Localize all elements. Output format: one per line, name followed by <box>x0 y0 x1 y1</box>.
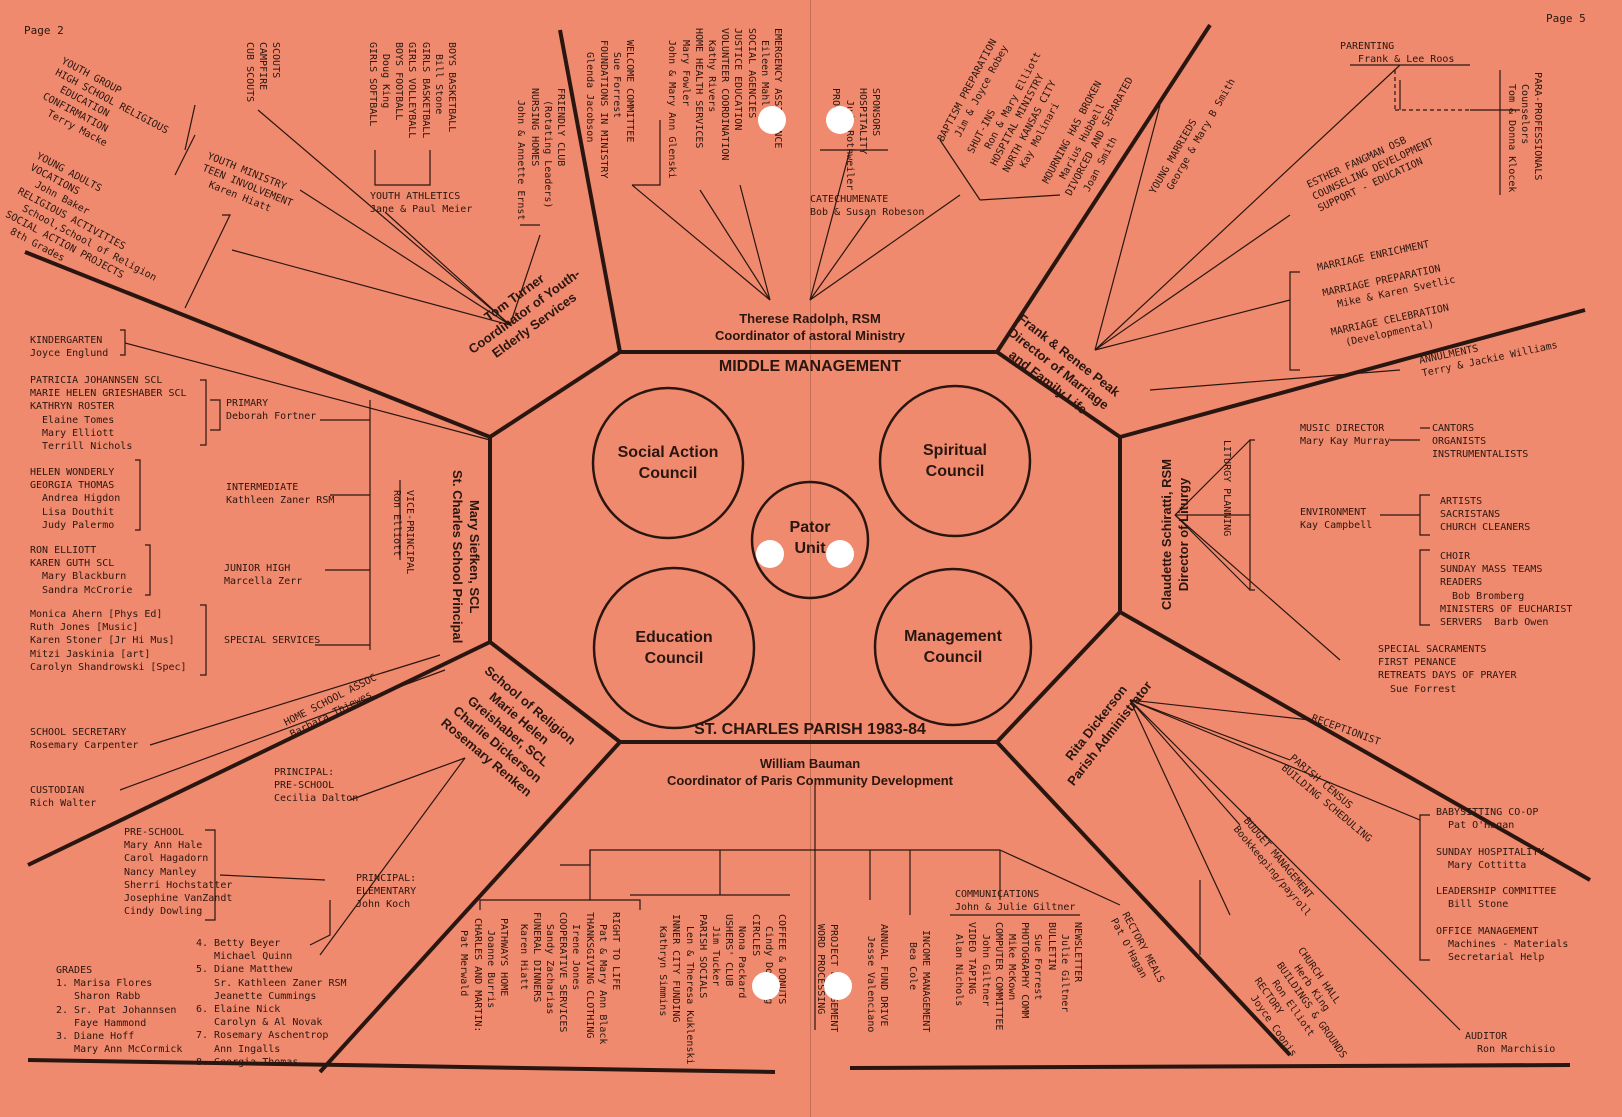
cantors-list: CANTORS ORGANISTS INSTRUMENTALISTS <box>1432 423 1529 461</box>
junior-high-staff-list: RON ELLIOTT KAREN GUTH SCL Mary Blackbur… <box>30 545 133 596</box>
page-fold <box>810 0 811 1117</box>
spiritual-council[interactable]: Spiritual Council <box>922 442 988 480</box>
catechumenate: CATECHUMENATE Bob & Susan Robeson <box>810 194 925 219</box>
pastor-unit[interactable]: Pator Unit <box>789 519 831 557</box>
management-council[interactable]: Management Council <box>904 628 1002 666</box>
primary-head: PRIMARY Deborah Fortner <box>226 398 317 423</box>
environment: ENVIRONMENT Kay Campbell <box>1300 507 1373 532</box>
kindergarten: KINDERGARTEN Joyce Englund <box>30 335 109 360</box>
education-council[interactable]: Education Council <box>635 629 713 667</box>
primary-staff-list: PATRICIA JOHANNSEN SCL MARIE HELEN GRIES… <box>30 375 187 453</box>
page-label-left: Page 2 <box>24 24 64 37</box>
para-professionals: PARA-PROFESSIONALS Counselors Tom & Donn… <box>1505 72 1543 193</box>
music-director: MUSIC DIRECTOR Mary Kay Murray <box>1300 423 1391 448</box>
sponsors-list: SPONSORS HOSPITALITY Judy Rothweiler PRO… <box>830 88 881 191</box>
emergency-assistance-list: EMERGENCY ASSISTANCE Eileen Mahl SOCIAL … <box>666 28 783 179</box>
intermediate-head: INTERMEDIATE Kathleen Zaner RSM <box>226 482 335 507</box>
school-principal: Mary Siefken, SCL St. Charles School Pri… <box>450 470 482 644</box>
communications: COMMUNICATIONS John & Julie Giltner <box>955 889 1076 914</box>
social-action-council-circle <box>591 386 745 540</box>
binder-hole <box>752 972 780 1000</box>
annual-fund-drive: ANNUAL FUND DRIVE Jesse Valenciano <box>864 924 889 1033</box>
parenting: PARENTING Frank & Lee Roos <box>1340 41 1455 66</box>
principal-elementary: PRINCIPAL: ELEMENTARY John Koch <box>356 873 417 911</box>
binder-hole <box>824 972 852 1000</box>
artists-list: ARTISTS SACRISTANS CHURCH CLEANERS <box>1440 496 1531 534</box>
sports-list: BOYS BASKETBALL Bill Stone GIRLS BASKETB… <box>366 42 457 139</box>
special-services: SPECIAL SERVICES <box>224 635 321 646</box>
welcome-foundations-list: WELCOME COMMITTEE Sue Forrest FOUNDATION… <box>584 40 635 179</box>
binder-hole <box>826 106 854 134</box>
communications-list: NEWSLETTER Julie Giltner BULLETIN Sue Fo… <box>953 922 1083 1031</box>
auditor: AUDITOR Ron Marchisio <box>1465 1031 1556 1056</box>
liturgy-director: Claudette Schiratti, RSM Director of Lit… <box>1159 459 1191 610</box>
management-council-circle <box>873 567 1033 727</box>
choir-list: CHOIR SUNDAY MASS TEAMS READERS Bob Brom… <box>1440 551 1573 629</box>
social-action-council[interactable]: Social Action Council <box>617 444 719 482</box>
grades-list: GRADES 1. Marisa Flores Sharon Rabb 2. S… <box>56 965 183 1056</box>
junior-high-head: JUNIOR HIGH Marcella Zerr <box>224 563 303 588</box>
spiritual-council-circle <box>878 384 1032 538</box>
income-management: INCOME MANAGEMENT Bea Cole <box>906 930 931 1033</box>
school-secretary: SCHOOL SECRETARY Rosemary Carpenter <box>30 727 139 752</box>
preschool-staff-list: PRE-SCHOOL Mary Ann Hale Carol Hagadorn … <box>124 827 233 918</box>
friendly-club-list: FRIENDLY CLUB (Rotating Leaders) NURSING… <box>515 88 566 221</box>
special-services-staff-list: Monica Ahern [Phys Ed] Ruth Jones [Music… <box>30 609 187 673</box>
liturgy-planning: LITURGY PLANNING <box>1221 440 1232 537</box>
pastor-unit-circle <box>750 480 870 600</box>
scouts-list: SCOUTS CAMPFIRE CUB SCOUTS <box>243 42 281 103</box>
principal-preschool: PRINCIPAL: PRE-SCHOOL Cecilia Dalton <box>274 767 359 805</box>
special-sacraments-list: SPECIAL SACRAMENTS FIRST PENANCE RETREAT… <box>1378 644 1517 695</box>
office-committees-list: BABYSITTING CO-OP Pat O'Hagan SUNDAY HOS… <box>1436 807 1569 964</box>
page-label-right: Page 5 <box>1546 12 1586 25</box>
pastoral-ministry-coordinator: Therese Radolph, RSM Coordinator of asto… <box>715 311 905 343</box>
binder-hole <box>758 106 786 134</box>
grades-upper-list: 4. Betty Beyer Michael Quinn 5. Diane Ma… <box>196 938 347 1068</box>
pathways-list: PATHWAYS HOME Joanne Burris CHARLES AND … <box>458 918 509 1033</box>
parish-year-title: ST. CHARLES PARISH 1983-84 <box>694 721 926 738</box>
community-development-coordinator: William Bauman Coordinator of Paris Comm… <box>666 756 954 788</box>
right-to-life-list: RIGHT TO LIFE Pat & Mary Ann Black THANK… <box>517 912 621 1045</box>
youth-athletics: YOUTH ATHLETICS Jane & Paul Meier <box>370 191 473 216</box>
intermediate-staff-list: HELEN WONDERLY GEORGIA THOMAS Andrea Hig… <box>30 467 121 531</box>
vice-principal: VICE-PRINCIPAL Ron Elliott <box>390 490 415 575</box>
custodian: CUSTODIAN Rich Walter <box>30 785 97 810</box>
education-council-circle <box>592 566 756 730</box>
middle-management-title: MIDDLE MANAGEMENT <box>718 358 902 375</box>
binder-hole <box>826 540 854 568</box>
binder-hole <box>756 540 784 568</box>
